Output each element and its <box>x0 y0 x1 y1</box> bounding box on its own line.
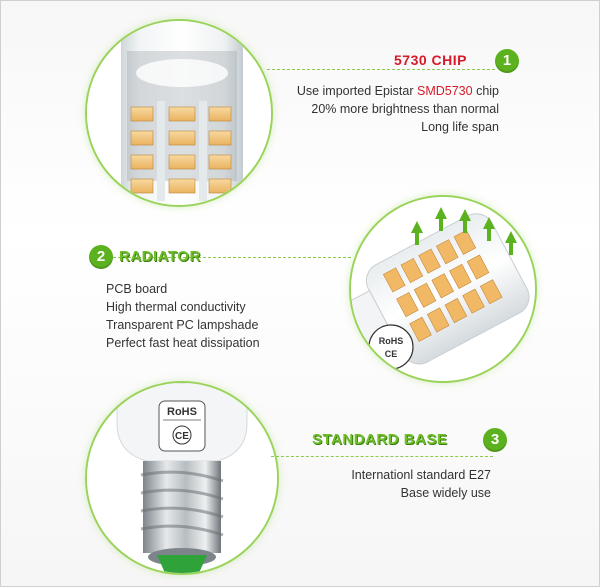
green-insulator <box>157 555 207 573</box>
section-1-description: Use imported Epistar SMD5730 chip 20% mo… <box>297 82 499 136</box>
section-3-line-1: Internationl standard E27 <box>351 468 491 482</box>
svg-text:CE: CE <box>385 349 398 359</box>
section-2-number-badge: 2 <box>89 245 113 269</box>
section-2-line-1: PCB board <box>106 282 168 296</box>
base-closeup-image: RoHS CE <box>85 381 279 575</box>
section-1-line-2: 20% more brightness than normal <box>311 102 499 116</box>
svg-text:CE: CE <box>175 431 189 442</box>
connector-line-1 <box>267 69 495 70</box>
section-2-line-4: Perfect fast heat dissipation <box>106 336 260 350</box>
chip-closeup-image <box>85 19 273 207</box>
section-2-description: PCB board High thermal conductivity Tran… <box>106 280 260 352</box>
section-3-number-badge: 3 <box>483 428 507 452</box>
connector-line-2 <box>113 257 351 258</box>
section-1-line-3: Long life span <box>421 120 499 134</box>
heat-dissipation-illustration: RoHS CE <box>351 197 535 381</box>
section-1-line-1: Use imported Epistar SMD5730 chip <box>296 84 499 98</box>
rohs-ce-mark: RoHS CE <box>158 400 206 452</box>
section-2-line-2: High thermal conductivity <box>106 300 246 314</box>
section-2-title: RADIATOR <box>119 248 201 265</box>
radiator-closeup-image: RoHS CE <box>349 195 537 383</box>
section-1-number-badge: 1 <box>495 49 519 73</box>
section-3-description: Internationl standard E27 Base widely us… <box>351 466 491 502</box>
section-3-line-2: Base widely use <box>400 486 491 500</box>
svg-text:RoHS: RoHS <box>379 336 404 346</box>
led-chip-illustration <box>87 21 271 205</box>
section-2-line-3: Transparent PC lampshade <box>106 318 259 332</box>
rohs-mark-small: RoHS CE <box>368 324 414 370</box>
svg-text:RoHS: RoHS <box>167 406 197 418</box>
connector-line-3 <box>271 456 493 457</box>
section-3-title: STANDARD BASE <box>312 431 448 448</box>
e27-base-illustration: RoHS CE <box>87 383 277 573</box>
airflow-arrows <box>411 207 517 255</box>
section-1-title: 5730 CHIP <box>394 52 467 68</box>
chip-model-highlight: SMD5730 <box>417 84 473 98</box>
